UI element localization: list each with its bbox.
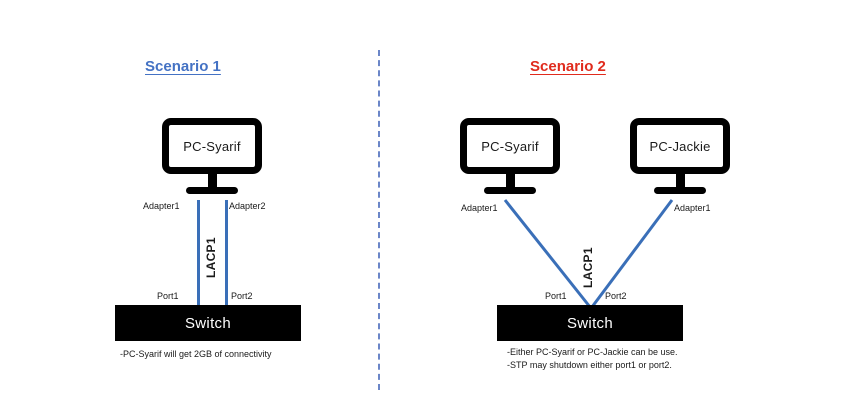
adapter1-label-syarif-s2: Adapter1 <box>461 203 498 213</box>
switch-box-s2: Switch <box>497 305 683 341</box>
monitor-neck <box>207 174 217 187</box>
port2-label-s2: Port2 <box>605 291 627 301</box>
scenario-1-caption: -PC-Syarif will get 2GB of connectivity <box>120 348 272 361</box>
monitor-neck <box>505 174 515 187</box>
scenario-2-caption: -Either PC-Syarif or PC-Jackie can be us… <box>507 346 678 372</box>
pc-monitor-syarif-s1: PC-Syarif <box>162 118 262 194</box>
lacp1-label-s1: LACP1 <box>204 237 218 278</box>
monitor-screen: PC-Jackie <box>630 118 730 174</box>
pc-monitor-jackie-s2: PC-Jackie <box>630 118 730 194</box>
cable-adapter1-port1 <box>197 200 200 310</box>
caption-line: -Either PC-Syarif or PC-Jackie can be us… <box>507 347 678 357</box>
switch-label: Switch <box>185 314 231 332</box>
pc-monitor-syarif-s2: PC-Syarif <box>460 118 560 194</box>
scenario-divider <box>378 50 380 390</box>
adapter2-label-s1: Adapter2 <box>229 201 266 211</box>
monitor-screen: PC-Syarif <box>460 118 560 174</box>
port1-label-s2: Port1 <box>545 291 567 301</box>
caption-line: -STP may shutdown either port1 or port2. <box>507 360 672 370</box>
pc-label: PC-Jackie <box>649 138 711 154</box>
adapter1-label-s1: Adapter1 <box>143 201 180 211</box>
monitor-base <box>186 187 238 194</box>
monitor-base <box>484 187 536 194</box>
switch-label: Switch <box>567 314 613 332</box>
switch-box-s1: Switch <box>115 305 301 341</box>
pc-label: PC-Syarif <box>481 138 539 154</box>
pc-label: PC-Syarif <box>183 138 241 154</box>
caption-line: -PC-Syarif will get 2GB of connectivity <box>120 349 272 359</box>
cable-adapter2-port2 <box>225 200 228 310</box>
port2-label-s1: Port2 <box>231 291 253 301</box>
scenario-1-title: Scenario 1 <box>145 58 221 75</box>
monitor-base <box>654 187 706 194</box>
scenario-2-title: Scenario 2 <box>530 58 606 75</box>
monitor-screen: PC-Syarif <box>162 118 262 174</box>
monitor-neck <box>675 174 685 187</box>
lacp1-label-s2: LACP1 <box>581 247 595 288</box>
port1-label-s1: Port1 <box>157 291 179 301</box>
adapter1-label-jackie-s2: Adapter1 <box>674 203 711 213</box>
cable-jackie-to-port2 <box>590 199 674 308</box>
